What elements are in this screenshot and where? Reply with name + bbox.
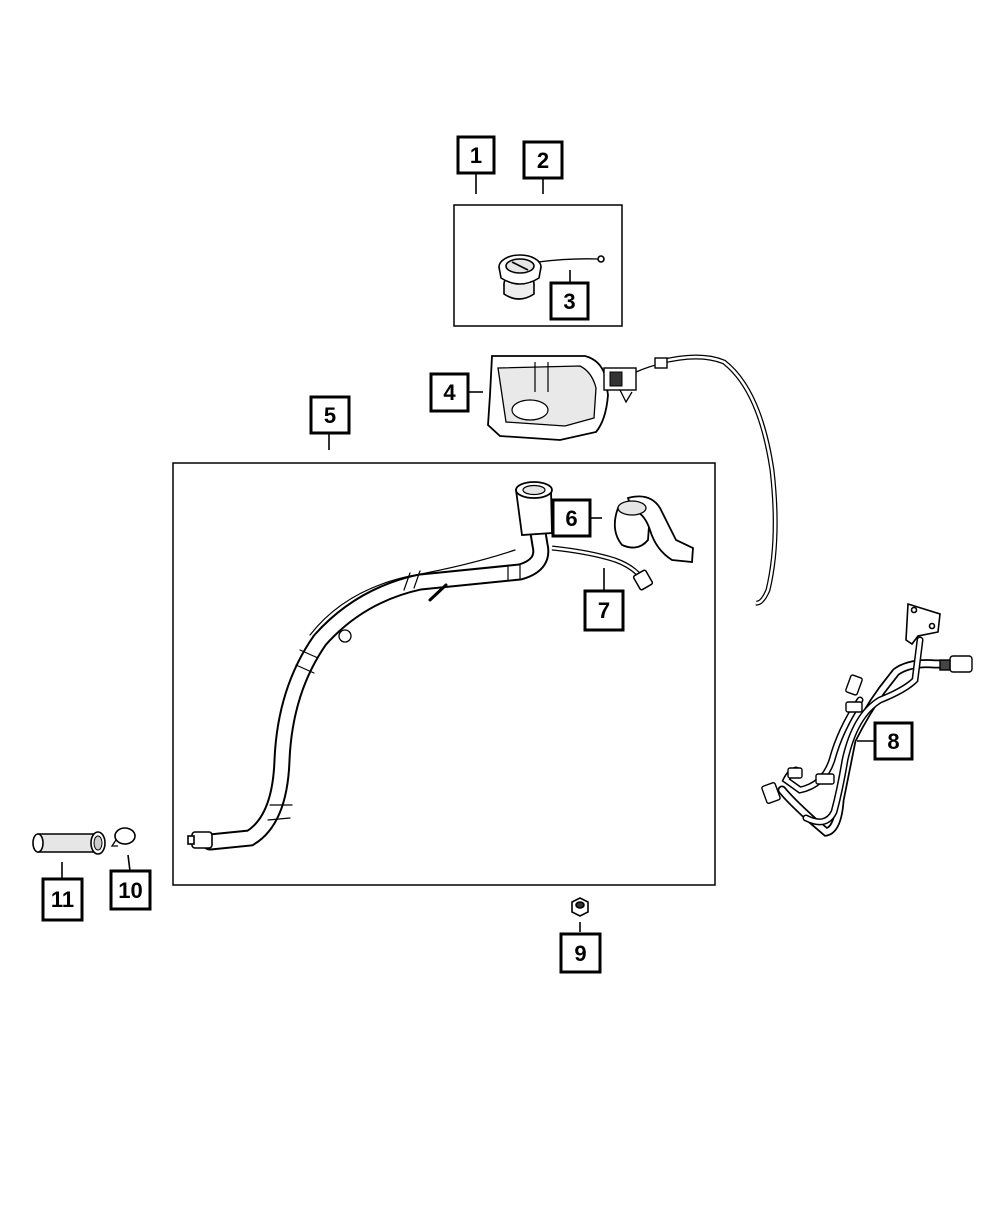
callout-4: 4 [429,372,470,413]
callout-label: 8 [887,729,899,754]
vapor-hose [551,545,654,591]
callout-label: 3 [563,289,575,314]
check-valve [613,495,694,563]
filler-neck [338,481,553,643]
callout-label: 9 [574,941,586,966]
vapor-line-assembly [777,636,955,837]
fuel-filler-tube [201,486,550,851]
callout-10: 10 [109,869,152,911]
callout-label: 2 [537,148,549,173]
callout-label: 10 [118,878,142,903]
callout-6: 6 [551,498,592,538]
callout-7: 7 [583,589,625,632]
callout-label: 1 [470,143,482,168]
callout-label: 11 [51,887,74,912]
vapor-line-bracket [905,602,941,646]
callout-5: 5 [309,395,351,435]
callout-label: 5 [324,403,336,428]
callout-label: 6 [565,506,577,531]
leader-lines [61,173,875,932]
callout-11: 11 [41,877,84,922]
nut [571,897,589,917]
callout-3: 3 [549,281,590,321]
fuel-filler-housing [487,355,661,441]
release-cable [654,354,778,606]
vapor-line-connectors [761,655,973,804]
tube-end-connector [187,831,213,849]
callout-2: 2 [522,140,564,180]
callout-8: 8 [873,721,914,761]
filler-tube-group-box [172,462,716,886]
callout-1: 1 [456,135,496,175]
hose [32,831,106,855]
callout-label: 4 [443,380,456,405]
callout-9: 9 [559,932,602,974]
cap-group-box [453,204,623,327]
hose-clamp [110,827,136,847]
callout-label: 7 [598,598,610,623]
fuel-cap [498,254,605,300]
